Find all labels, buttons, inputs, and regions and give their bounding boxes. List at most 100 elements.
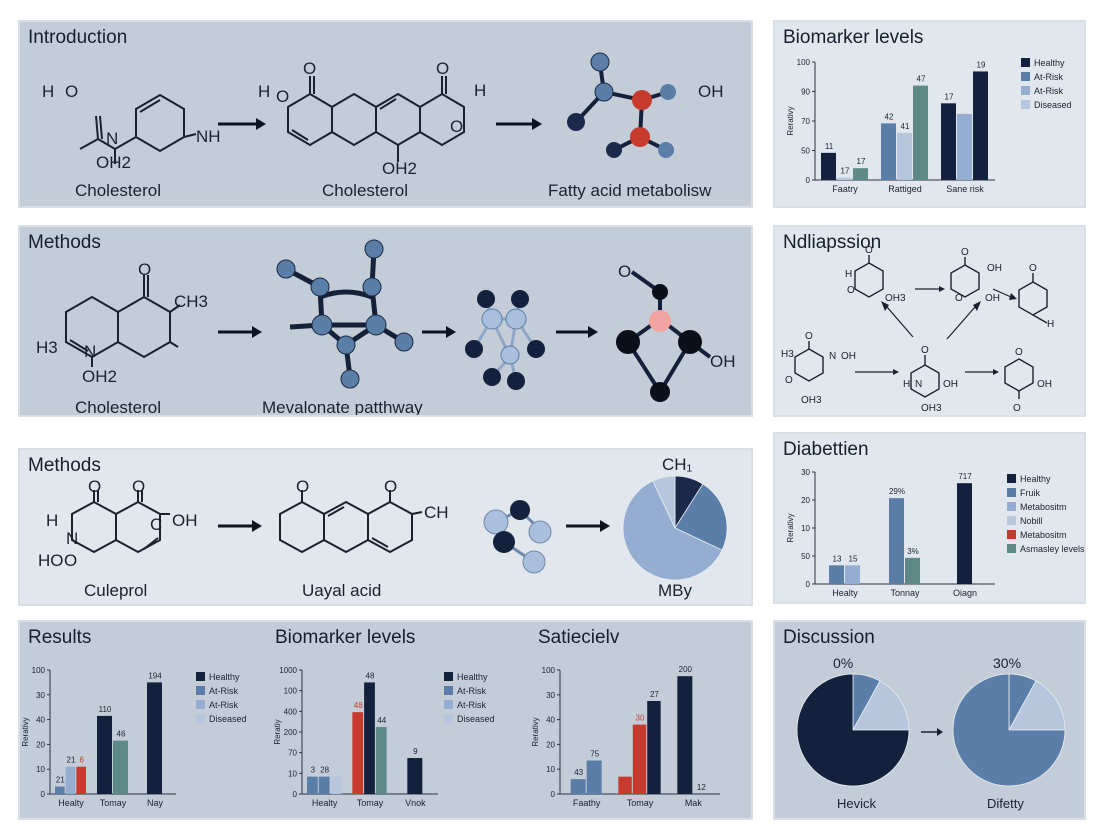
atom-label: O [1013,403,1021,414]
legend-label: Fruik [1020,488,1040,498]
atom-label: O [955,293,963,304]
legend-swatch [444,672,453,681]
atom-label: H [1047,319,1054,330]
molecule-1 [79,93,197,164]
discussion-left-pie [796,673,910,787]
bar [55,786,65,794]
data-label: 46 [117,730,126,739]
atom-label: OH3 [921,403,942,414]
bar [352,712,364,794]
molecule-caption: Culeprol [84,581,147,600]
pie-slice [674,483,728,551]
bar [65,766,76,794]
atom-label: O [1015,347,1023,358]
pie-top-label: 0% [833,655,853,671]
data-label: 3% [907,547,919,556]
data-label: 41 [901,122,910,131]
bar [973,71,988,180]
y-tick-label: 0 [806,580,811,589]
x-tick-label: Mak [685,798,703,808]
y-tick-label: 20 [801,496,810,505]
legend-label: Diseased [1034,100,1072,110]
atom-label: O [296,477,309,496]
ball-stick-model-5 [483,500,552,574]
biomarker-top-bar-chart: 0507090100RerativyFaatry111717Rattiged42… [786,58,1072,194]
legend-swatch [1021,100,1030,109]
methods-2-diagram: O O H N HO O C OH Culeprol O O CH Uayal … [38,455,728,600]
bar [375,727,387,794]
bar [897,132,912,180]
molecule-caption: Mevalonate patthway [262,398,423,417]
legend-label: Diseased [209,714,247,724]
x-tick-label: Tomay [357,798,384,808]
x-tick-label: Healty [58,798,84,808]
data-label: 28 [320,766,329,775]
atom-label: N [84,342,96,361]
y-tick-label: 30 [546,691,555,700]
bar [364,682,375,794]
y-tick-label: 50 [801,147,810,156]
data-label: 717 [958,472,972,481]
legend-label: Asmasley levels [1020,544,1085,554]
legend-swatch [196,714,205,723]
molecule-caption: Cholesterol [75,398,161,417]
legend-swatch [444,714,453,723]
discussion-pies: 0% 30% Hevick Difetty [796,655,1066,811]
legend-label: At-Risk [457,686,486,696]
y-tick-label: 70 [801,117,810,126]
bar [318,776,330,794]
bar [829,565,844,584]
y-axis-label: Rerativy [531,717,540,746]
molecule-caption: Cholesterol [75,181,161,200]
atom-label: OH [943,379,958,390]
bar [957,483,972,584]
y-tick-label: 100 [542,666,556,675]
bar [570,779,586,794]
panel-title: Methods [28,232,101,253]
bar [618,776,632,794]
legend-swatch [1021,72,1030,81]
data-label: 17 [857,157,866,166]
bar [632,724,647,794]
bar [330,776,342,794]
data-label: 29% [889,487,905,496]
y-tick-label: 200 [284,728,298,737]
legend-label: At-Risk [457,700,486,710]
atom-label: O [303,59,316,78]
legend-swatch [1007,488,1016,497]
atom-label: OH [710,352,736,371]
pie-top-label: 30% [993,655,1021,671]
legend-swatch [1007,516,1016,525]
atom-label: H [845,269,852,280]
panel-methods-1: Methods O CH3 H3 N OH2 Cholesterol [18,225,753,417]
data-label: 3 [311,766,316,775]
atom-label: O [450,117,463,136]
small-molecules [794,255,1048,399]
molecule-2 [279,490,423,554]
y-tick-label: 100 [32,666,46,675]
atom-label: O [961,247,969,258]
x-tick-label: Sane risk [946,184,984,194]
atom-label: O [132,477,145,496]
legend-swatch [444,686,453,695]
panel-title: Biomarker levels [783,27,924,48]
legend-label: Healthy [457,672,488,682]
bar [147,682,162,794]
data-label: 27 [650,690,659,699]
atom-label: N [829,351,836,362]
atom-label: O [138,260,151,279]
molecule-caption: Uayal acid [302,581,381,600]
molecule-2 [287,76,465,162]
legend-swatch [1007,530,1016,539]
atom-label: CH3 [174,292,208,311]
atom-label: O [65,82,78,101]
atom-label: O [805,331,813,342]
atom-label: OH3 [801,395,822,406]
arrow-head [937,728,943,736]
panel-discussion: Discussion 0% 30% Hevick Difetty [773,620,1086,820]
atom-label: O [865,245,873,256]
